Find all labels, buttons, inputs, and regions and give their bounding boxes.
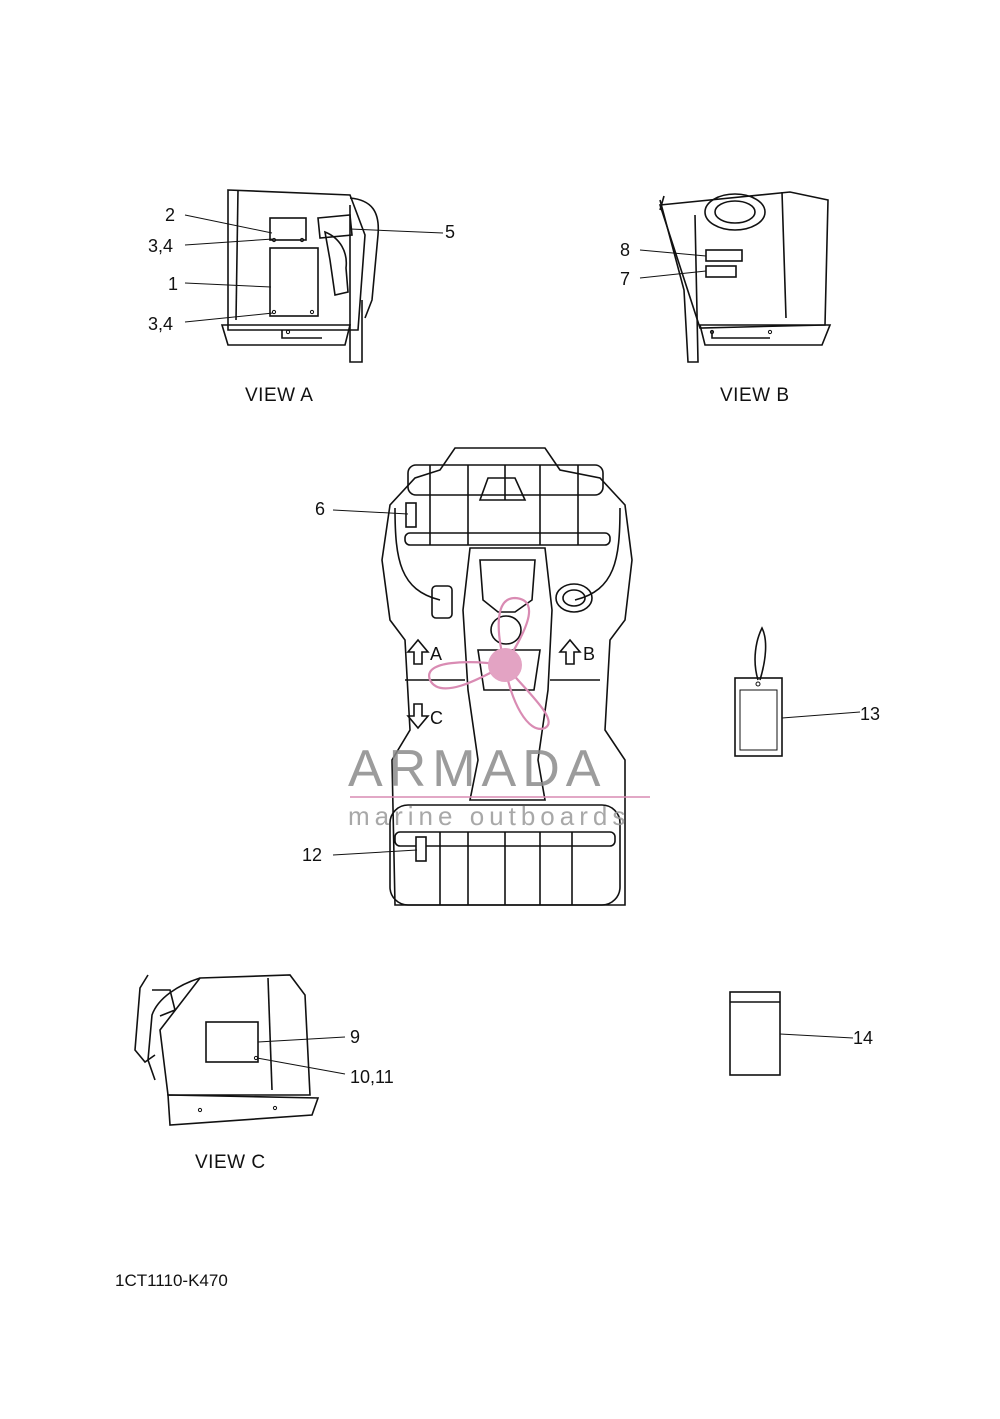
part-code: 1CT1110-K470 [115,1271,228,1290]
decal-9 [205,1021,259,1063]
callout-9: 9 [350,1027,360,1047]
propeller-logo-icon [428,596,550,730]
watermark-tagline: marine outboards [348,801,630,831]
watermark-brand: ARMADA [348,740,606,798]
callout-5: 5 [445,222,455,242]
decal-7 [705,265,737,278]
arrow-up-b-icon [558,638,582,665]
view-a-label: VIEW A [245,385,313,406]
decal-1 [269,247,319,317]
callout-10-11: 10,11 [350,1067,394,1087]
callout-8: 8 [620,240,630,260]
watermark: ARMADA marine outboards [348,596,650,831]
arrow-label-c: C [430,708,443,728]
callout-2: 2 [165,205,175,225]
callout-3-4-lower: 3,4 [148,314,173,334]
arrow-label-a: A [430,644,442,664]
view-b-label: VIEW B [720,385,790,406]
decal-6 [405,502,417,528]
decal-2 [269,217,307,241]
callout-3-4-upper: 3,4 [148,236,173,256]
view-c-drawing [134,974,346,1126]
decal-12 [415,836,427,862]
bag-14 [729,991,854,1076]
callout-12: 12 [302,845,322,865]
view-b-drawing [639,191,832,363]
callout-13: 13 [860,704,880,724]
arrow-up-a-icon [406,638,430,665]
tag-13 [734,626,861,757]
callout-7: 7 [620,269,630,289]
decal-8 [705,249,743,262]
view-a-drawing [184,189,444,363]
arrow-label-b: B [583,644,595,664]
callout-6: 6 [315,499,325,519]
arrow-down-c-icon [406,703,430,730]
view-c-label: VIEW C [195,1152,266,1173]
callout-14: 14 [853,1028,873,1048]
callout-1: 1 [168,274,178,294]
vehicle-top-view [332,447,633,906]
